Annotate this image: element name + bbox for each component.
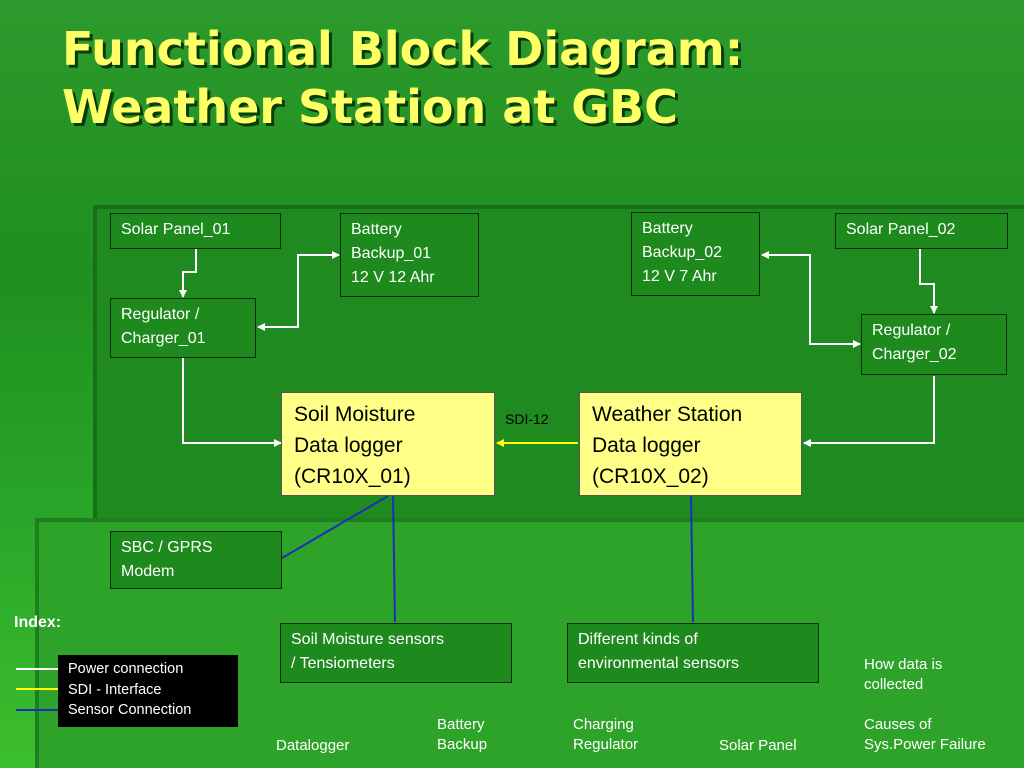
footer-how-data-collected: How data is collected	[864, 656, 943, 693]
wire-battery02-regulator02	[761, 251, 861, 348]
battery-backup-02-block: Battery Backup_02 12 V 7 Ahr	[631, 212, 760, 296]
footer-causes-power-failure: Causes of Sys.Power Failure	[864, 716, 986, 753]
wire-logger01-modem	[281, 495, 389, 559]
wire-regulator02-logger02	[803, 376, 935, 447]
wire-solar02-regulator02	[919, 248, 938, 314]
legend-box: Power connection SDI - Interface Sensor …	[58, 655, 238, 727]
wire-regulator01-battery01	[257, 251, 340, 331]
weather-station-datalogger-block: Weather Station Data logger (CR10X_02)	[579, 392, 802, 496]
regulator-charger-02-block: Regulator / Charger_02	[861, 314, 1007, 375]
slide-title: Functional Block Diagram: Weather Statio…	[62, 20, 962, 136]
footer-solar-panel: Solar Panel	[719, 737, 797, 754]
sbc-gprs-modem-block: SBC / GPRS Modem	[110, 531, 282, 589]
footer-battery-backup: Battery Backup	[437, 716, 488, 753]
sdi12-label: SDI-12	[505, 411, 549, 427]
title-line-1: Functional Block Diagram:	[62, 22, 744, 76]
legend-item-sdi: SDI - Interface	[68, 681, 162, 698]
wire-logger02-env-sensors	[690, 495, 694, 623]
title-line-2: Weather Station at GBC	[62, 80, 678, 134]
index-heading: Index:	[14, 614, 62, 631]
footer-datalogger: Datalogger	[276, 737, 350, 754]
soil-moisture-datalogger-block: Soil Moisture Data logger (CR10X_01)	[281, 392, 495, 496]
solar-panel-02-block: Solar Panel_02	[835, 213, 1008, 249]
wire-logger01-soil-sensors	[392, 495, 396, 623]
regulator-charger-01-block: Regulator / Charger_01	[110, 298, 256, 358]
solar-panel-01-block: Solar Panel_01	[110, 213, 281, 249]
footer-charging-regulator: Charging Regulator	[573, 716, 639, 753]
wire-solar01-regulator01	[179, 248, 197, 298]
legend-item-sensor: Sensor Connection	[68, 702, 192, 718]
legend-item-power: Power connection	[68, 661, 184, 677]
soil-moisture-sensors-block: Soil Moisture sensors / Tensiometers	[280, 623, 512, 683]
battery-backup-01-block: Battery Backup_01 12 V 12 Ahr	[340, 213, 479, 297]
wire-regulator01-logger01	[182, 358, 282, 447]
environmental-sensors-block: Different kinds of environmental sensors	[567, 623, 819, 683]
